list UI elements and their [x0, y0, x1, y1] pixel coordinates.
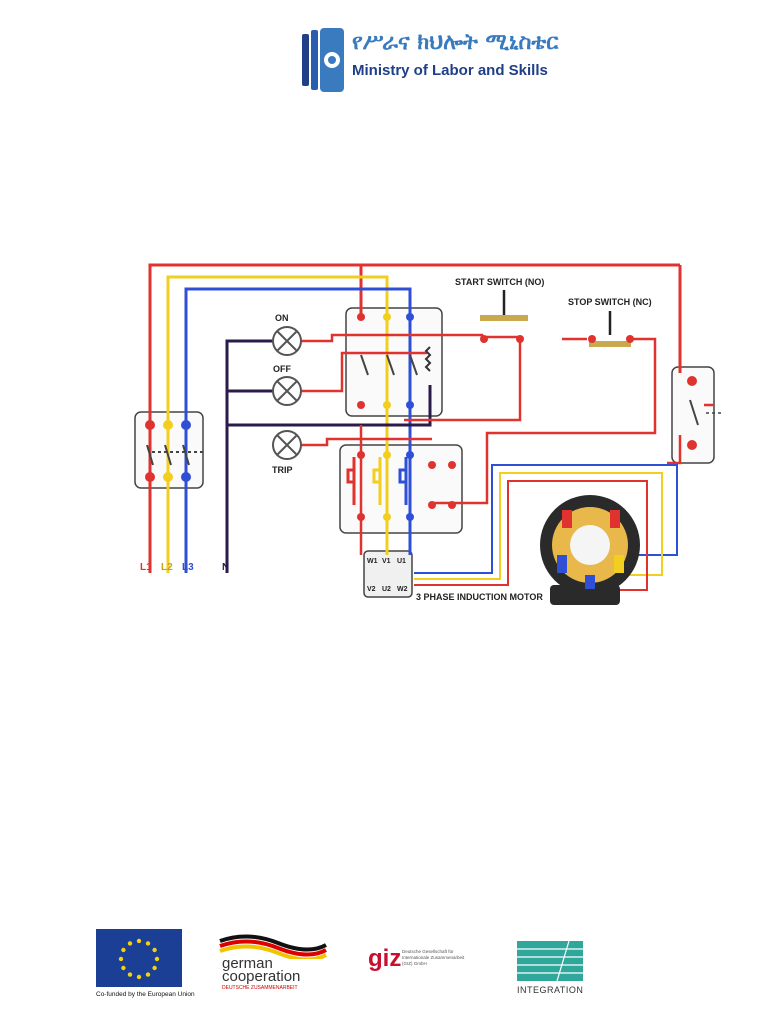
lamp-label-trip: TRIP	[272, 465, 293, 475]
motor-body	[540, 495, 640, 605]
ministry-title-amharic: የሥራና ክህሎት ሚኒስቴር	[352, 30, 559, 55]
overload-heaters	[346, 457, 408, 505]
start-switch-label: START SWITCH (NO)	[455, 277, 544, 287]
ministry-emblem-icon	[302, 28, 344, 92]
right-breaker-box	[671, 366, 715, 464]
giz-logo: giz Deutsche Gesellschaft für Internatio…	[368, 945, 468, 985]
line-label-L1: L1	[140, 562, 152, 573]
giz-mark: giz	[368, 945, 402, 972]
lamp-label-off: OFF	[273, 364, 291, 374]
terminal-U1: U1	[397, 558, 406, 565]
integration-text: INTEGRATION	[517, 985, 584, 995]
lamp-off	[272, 376, 302, 406]
terminal-W2: W2	[397, 586, 408, 593]
line-label-N: N	[222, 562, 229, 573]
eu-logo: Co-funded by the European Union	[96, 929, 195, 1001]
motor-leads	[414, 464, 678, 591]
german-cooperation-name: german cooperation	[222, 955, 301, 985]
eu-caption: Co-funded by the European Union	[96, 991, 195, 998]
giz-full-name: Deutsche Gesellschaft für Internationale…	[402, 949, 465, 966]
lamp-on	[272, 326, 302, 356]
line-N	[225, 339, 432, 573]
lamp-label-on: ON	[275, 313, 289, 323]
integration-logo: INTEGRATION	[515, 941, 587, 1001]
control-circuit	[300, 333, 714, 555]
eu-flag-icon	[96, 929, 182, 987]
start-switch	[480, 290, 528, 343]
ministry-title-english: Ministry of Labor and Skills	[352, 62, 548, 79]
ministry-logo: የሥራና ክህሎት ሚኒስቴር Ministry of Labor and Sk…	[300, 28, 558, 92]
main-switch-contacts	[146, 444, 204, 466]
german-cooperation-logo: german cooperation DEUTSCHE ZUSAMMENARBE…	[218, 933, 328, 999]
terminal-V2: V2	[367, 586, 376, 593]
terminal-W1: W1	[367, 558, 378, 565]
german-cooperation-swoosh-icon	[219, 934, 327, 962]
line-L3	[184, 287, 412, 573]
stop-switch	[588, 311, 634, 347]
motor-label: 3 PHASE INDUCTION MOTOR	[416, 592, 543, 602]
contactor-contacts	[360, 346, 432, 376]
wiring-diagram-svg: ON OFF TRIP START SWITCH (NO) STOP SWITC…	[134, 263, 722, 605]
line-label-L3: L3	[182, 562, 194, 573]
lamp-trip	[272, 430, 302, 460]
partner-logos: Co-funded by the European Union german c…	[0, 925, 768, 1005]
terminal-U2: U2	[382, 586, 391, 593]
stop-switch-label: STOP SWITCH (NC)	[568, 297, 652, 307]
integration-mark-icon	[517, 941, 583, 981]
dol-starter-wiring-diagram: ON OFF TRIP START SWITCH (NO) STOP SWITC…	[132, 255, 732, 615]
german-cooperation-sub: DEUTSCHE ZUSAMMENARBEIT	[222, 985, 298, 991]
terminal-V1: V1	[382, 558, 391, 565]
line-label-L2: L2	[161, 562, 173, 573]
